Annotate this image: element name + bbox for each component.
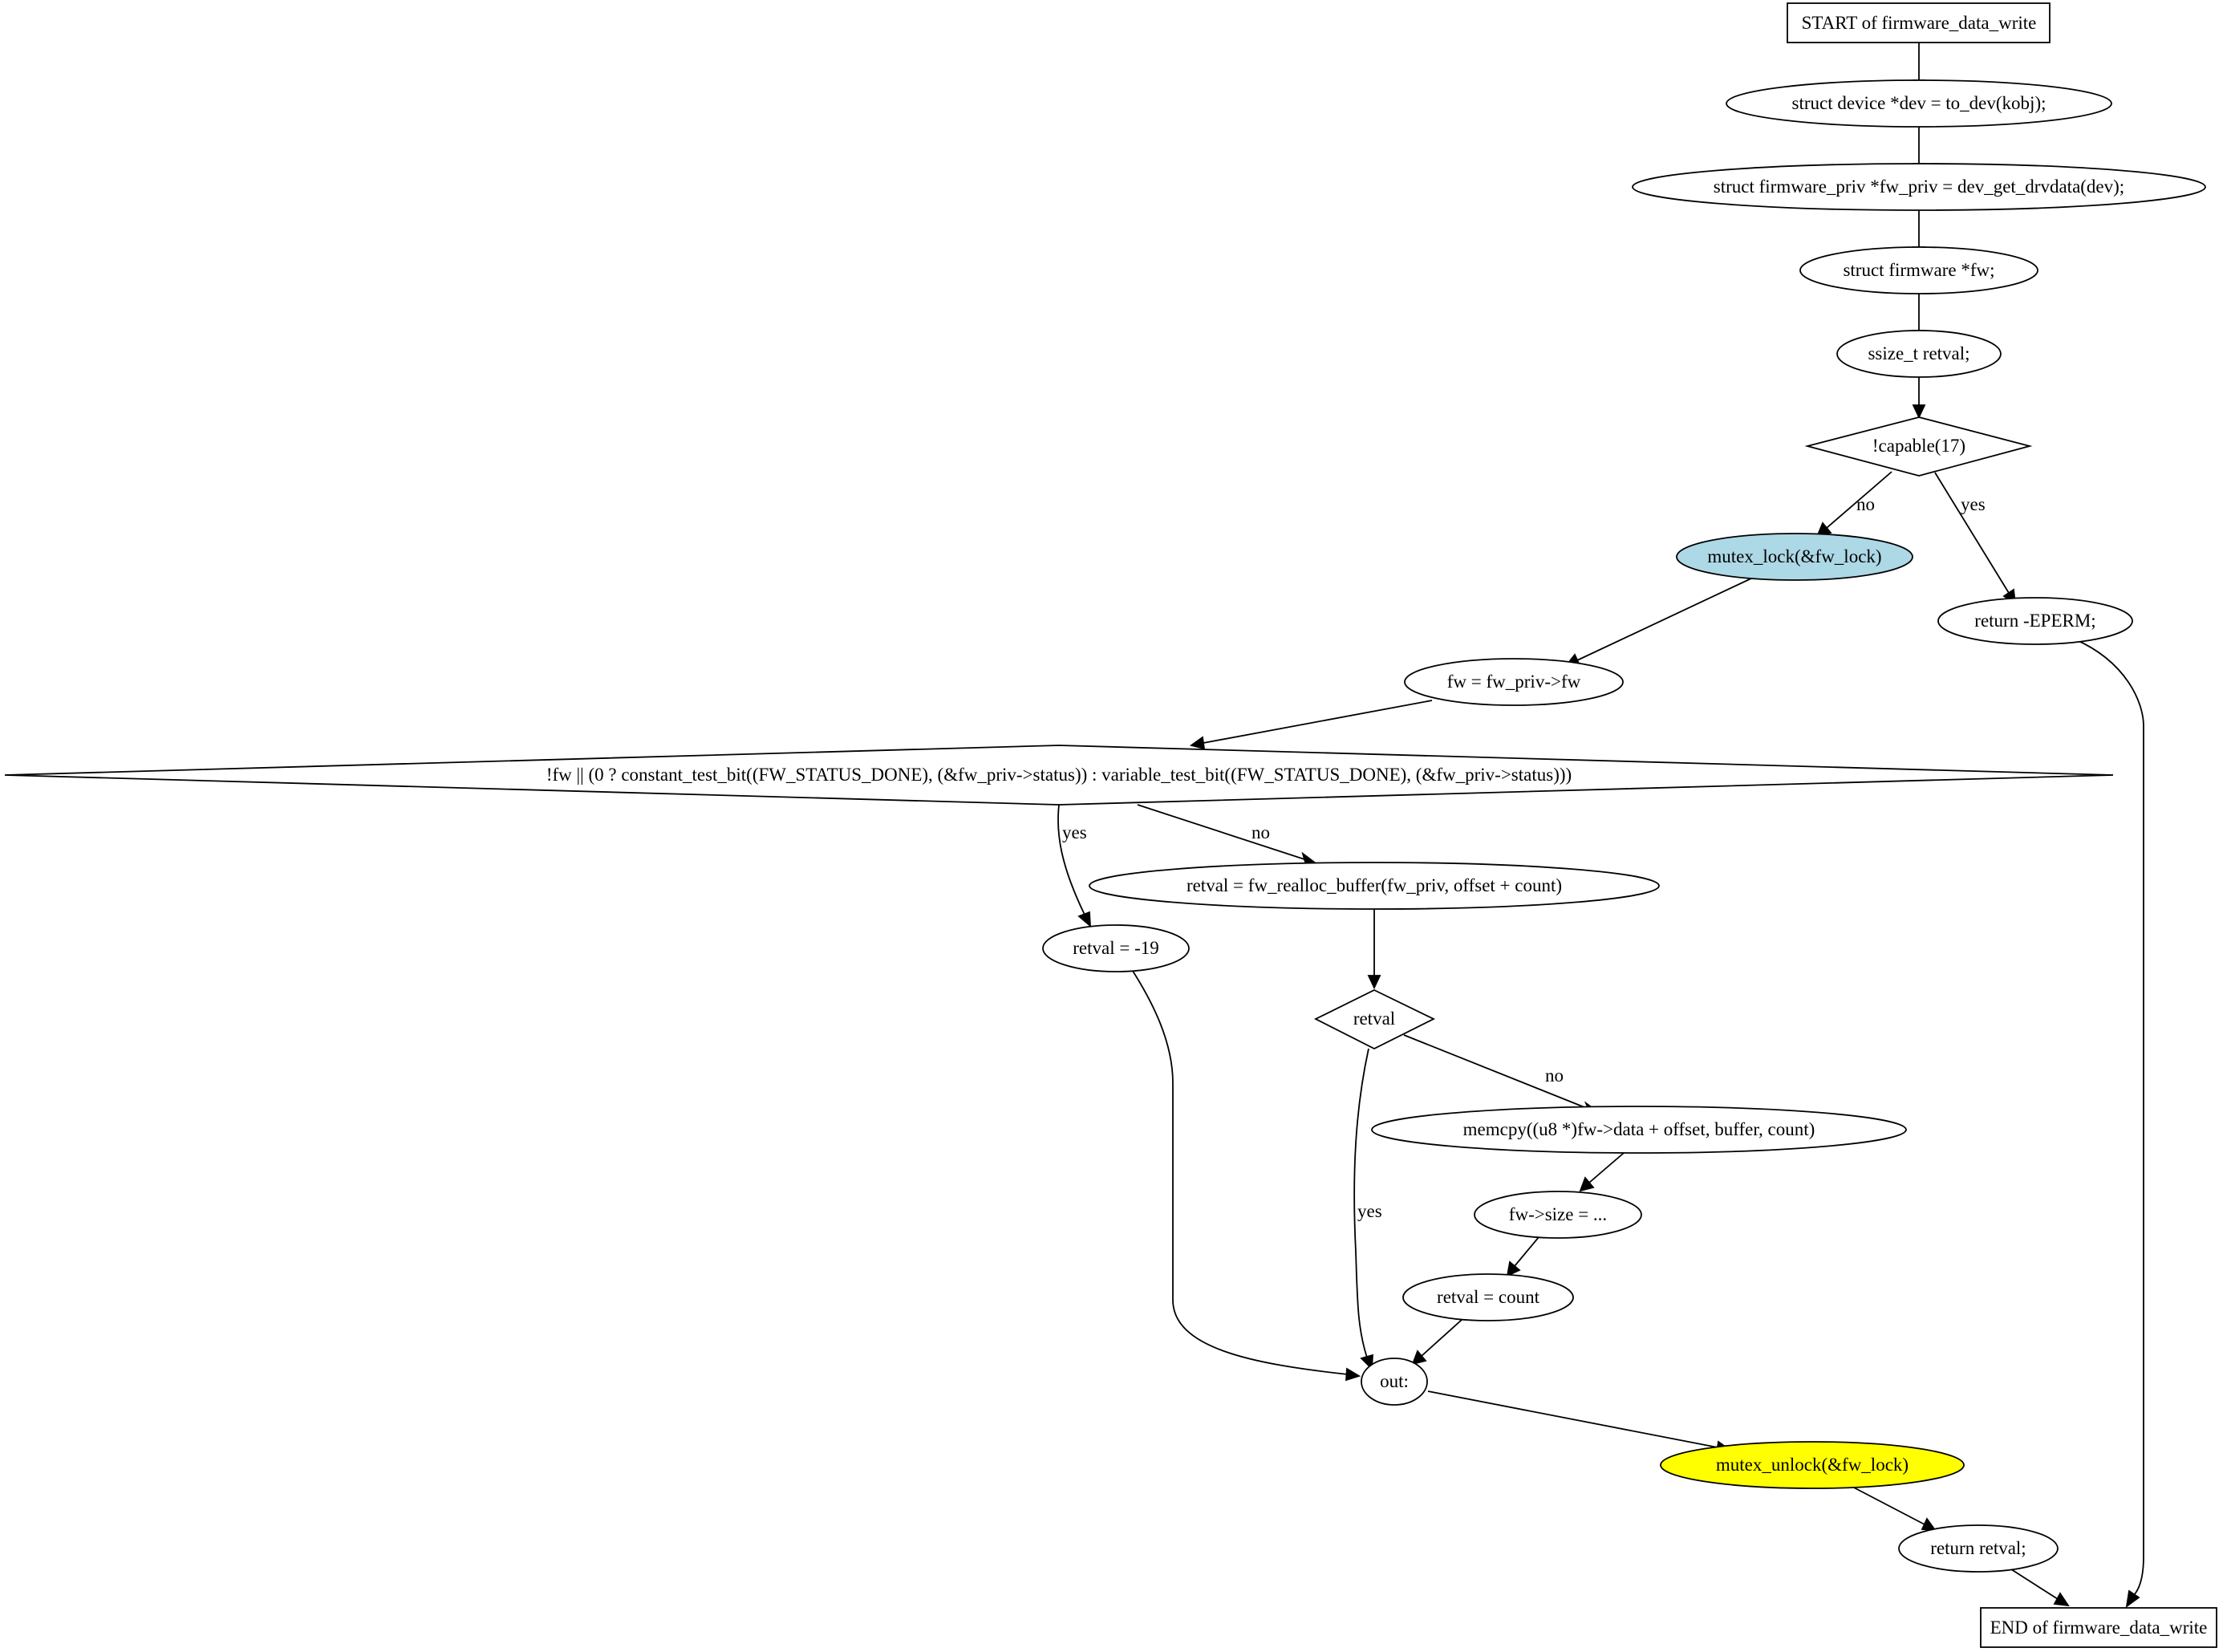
- node-mutex-unlock: mutex_unlock(&fw_lock): [1660, 1441, 1965, 1489]
- arrowhead: [1345, 1367, 1361, 1382]
- edge-retval-yes: [1353, 1048, 1369, 1358]
- fw-status-label: !fw || (0 ? constant_test_bit((FW_STATUS…: [546, 765, 1572, 785]
- arrowhead: [1912, 404, 1926, 420]
- node-fw-status-check: !fw || (0 ? constant_test_bit((FW_STATUS…: [4, 745, 2114, 806]
- edge-fwsize-to-retvalcount: [1514, 1236, 1539, 1267]
- arrowhead: [1189, 736, 1206, 750]
- edge-lock-to-fwassign: [1576, 577, 1754, 661]
- edge-memcpy-to-fwsize: [1588, 1147, 1630, 1183]
- memcpy-label: memcpy((u8 *)fw->data + offset, buffer, …: [1463, 1119, 1815, 1139]
- edge-retval19-to-out: [1129, 965, 1349, 1375]
- edge-fwcheck-no: [1137, 804, 1305, 860]
- node-memcpy: memcpy((u8 *)fw->data + offset, buffer, …: [1371, 1106, 1907, 1154]
- edge-fwassign-to-fwcheck: [1203, 700, 1433, 744]
- mutex-lock-label: mutex_lock(&fw_lock): [1707, 546, 1881, 566]
- edge-labels: no yes yes no no yes: [1062, 494, 1986, 1221]
- return-retval-ellipse: [1898, 1524, 2059, 1573]
- retval-check-label: retval: [1353, 1009, 1395, 1029]
- edge-capable-yes: [1934, 472, 2010, 594]
- realloc-ellipse: [1089, 862, 1660, 910]
- out-label: out:: [1380, 1371, 1409, 1391]
- edge-eperm-to-end: [2075, 639, 2144, 1596]
- retval-decl-ellipse: [1836, 330, 2002, 378]
- fwpriv-decl-label: struct firmware_priv *fw_priv = dev_get_…: [1714, 177, 2124, 197]
- arrowhead: [2053, 1592, 2070, 1607]
- node-return-eperm: return -EPERM;: [1937, 597, 2133, 645]
- node-fw-size: fw->size = ...: [1474, 1191, 1642, 1239]
- node-realloc: retval = fw_realloc_buffer(fw_priv, offs…: [1089, 862, 1660, 910]
- node-retval-count: retval = count: [1402, 1273, 1574, 1321]
- start-label: START of firmware_data_write: [1802, 13, 2037, 33]
- fw-status-diamond: [4, 745, 2114, 806]
- retval-19-ellipse: [1042, 924, 1190, 972]
- edge-label-fwcheck-no: no: [1251, 822, 1270, 842]
- dev-decl-ellipse: [1726, 79, 2112, 128]
- capable-label: !capable(17): [1872, 436, 1965, 456]
- mutex-unlock-ellipse: [1660, 1441, 1965, 1489]
- node-start: START of firmware_data_write: [1787, 2, 2051, 43]
- arrowhead: [1921, 1517, 1937, 1532]
- node-retval-19: retval = -19: [1042, 924, 1190, 972]
- arrowhead: [1077, 911, 1092, 928]
- node-fw-assign: fw = fw_priv->fw: [1404, 658, 1624, 706]
- node-dev-decl: struct device *dev = to_dev(kobj);: [1726, 79, 2112, 128]
- arrowhead: [1367, 975, 1381, 990]
- return-retval-label: return retval;: [1930, 1538, 2026, 1558]
- arrowhead: [1411, 1350, 1427, 1366]
- fwpriv-decl-ellipse: [1632, 163, 2206, 211]
- node-capable-check: !capable(17): [1804, 416, 2033, 477]
- edge-returnretval-to-end: [2008, 1567, 2059, 1600]
- arrowhead: [1506, 1260, 1521, 1277]
- edge-retvalcount-to-out: [1421, 1319, 1462, 1357]
- retval-decl-label: ssize_t retval;: [1868, 343, 1969, 363]
- out-ellipse: [1361, 1358, 1428, 1406]
- fw-size-label: fw->size = ...: [1509, 1204, 1607, 1224]
- mutex-unlock-label: mutex_unlock(&fw_lock): [1716, 1455, 1909, 1475]
- edge-fwcheck-yes: [1057, 804, 1085, 915]
- fw-decl-label: struct firmware *fw;: [1843, 260, 1994, 280]
- start-box: [1787, 2, 2051, 43]
- fw-assign-ellipse: [1404, 658, 1624, 706]
- dev-decl-label: struct device *dev = to_dev(kobj);: [1792, 93, 2046, 113]
- end-label: END of firmware_data_write: [1990, 1617, 2208, 1638]
- retval-19-label: retval = -19: [1073, 938, 1159, 958]
- node-return-retval: return retval;: [1898, 1524, 2059, 1573]
- edge-out-to-unlock: [1427, 1390, 1718, 1448]
- node-end: END of firmware_data_write: [1980, 1607, 2217, 1648]
- memcpy-ellipse: [1371, 1106, 1907, 1154]
- node-retval-decl: ssize_t retval;: [1836, 330, 2002, 378]
- nodes: START of firmware_data_write struct devi…: [4, 2, 2217, 1648]
- edge-label-capable-no: no: [1856, 494, 1875, 514]
- realloc-label: retval = fw_realloc_buffer(fw_priv, offs…: [1187, 875, 1562, 895]
- end-box: [1980, 1607, 2217, 1648]
- retval-diamond: [1313, 988, 1436, 1050]
- return-eperm-ellipse: [1937, 597, 2133, 645]
- edge-label-capable-yes: yes: [1961, 494, 1986, 514]
- return-eperm-label: return -EPERM;: [1974, 611, 2095, 631]
- retval-count-ellipse: [1402, 1273, 1574, 1321]
- edge-label-retval-yes: yes: [1357, 1201, 1382, 1221]
- mutex-lock-ellipse: [1676, 533, 1913, 581]
- arrowhead: [2125, 1589, 2140, 1609]
- edge-capable-no: [1826, 471, 1892, 529]
- node-fw-decl: struct firmware *fw;: [1799, 246, 2038, 294]
- node-fwpriv-decl: struct firmware_priv *fw_priv = dev_get_…: [1632, 163, 2206, 211]
- fw-decl-ellipse: [1799, 246, 2038, 294]
- node-out: out:: [1361, 1358, 1428, 1406]
- fw-size-ellipse: [1474, 1191, 1642, 1239]
- capable-diamond: [1804, 416, 2033, 477]
- edge-label-fwcheck-yes: yes: [1062, 822, 1087, 842]
- fw-assign-label: fw = fw_priv->fw: [1447, 672, 1581, 692]
- retval-count-label: retval = count: [1437, 1287, 1540, 1307]
- edge-label-retval-no: no: [1545, 1065, 1564, 1086]
- node-retval-check: retval: [1313, 988, 1436, 1050]
- arrowhead: [1579, 1176, 1595, 1192]
- edge-retval-no: [1403, 1034, 1589, 1110]
- node-mutex-lock: mutex_lock(&fw_lock): [1676, 533, 1913, 581]
- edge-unlock-to-returnretval: [1850, 1485, 1925, 1525]
